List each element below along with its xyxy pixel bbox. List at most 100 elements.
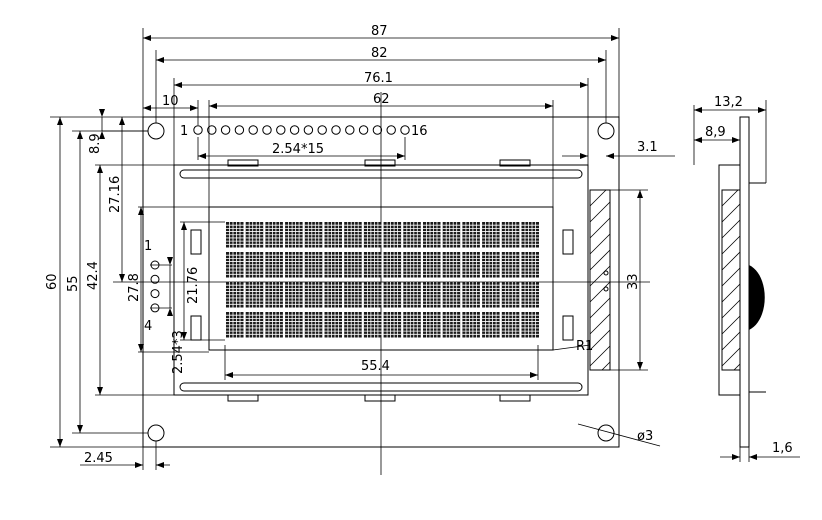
- character-cell: [462, 282, 480, 308]
- backlight-clip: [190, 229, 202, 255]
- dim-backlight-pin-pitch: 2.54*3: [171, 330, 186, 374]
- dim-backlight-pin-offset: 27.8: [127, 273, 142, 302]
- hatch-line: [589, 281, 611, 303]
- dim-module-depth: 8,9: [705, 125, 726, 140]
- character-cell: [442, 222, 461, 248]
- side-chip: [749, 265, 765, 330]
- character-cell: [501, 252, 520, 278]
- dim-hole-spacing-vertical: 55: [66, 275, 81, 292]
- character-cell: [285, 282, 303, 308]
- dim-viewing-top: 27.16: [108, 176, 123, 213]
- hatch-line: [721, 203, 741, 223]
- character-cell: [245, 252, 264, 278]
- backlight-clip: [190, 315, 202, 341]
- pin-label-last: 16: [411, 124, 428, 139]
- side-view: 13,2 8,9 1,6: [693, 95, 800, 462]
- hatch-line: [589, 217, 611, 239]
- character-cell: [462, 312, 480, 338]
- pin: [400, 125, 410, 135]
- dim-pin-pitch: 2.54*15: [272, 142, 324, 157]
- character-cell: [482, 222, 500, 248]
- character-cell: [344, 312, 362, 338]
- hatch-line: [721, 331, 741, 351]
- character-cell: [226, 312, 244, 338]
- character-cell: [344, 282, 362, 308]
- pin: [193, 125, 203, 135]
- character-cell: [521, 312, 539, 338]
- backlight-pin: [150, 274, 160, 284]
- dim-bezel-height: 42.4: [86, 261, 101, 290]
- pin: [262, 125, 272, 135]
- hatch-line: [589, 189, 607, 207]
- mount-hole-bottom-left: [147, 424, 165, 442]
- character-cell: [285, 222, 303, 248]
- character-cell: [226, 222, 244, 248]
- character-cell: [462, 252, 480, 278]
- backlight-strip: [589, 189, 611, 371]
- pin: [248, 125, 258, 135]
- hatch-line: [733, 363, 741, 371]
- pin: [289, 125, 300, 135]
- dim-bezel-width: 76.1: [364, 71, 393, 86]
- character-cell: [245, 312, 264, 338]
- character-cell: [521, 252, 539, 278]
- character-cell: [344, 252, 362, 278]
- hatch-line: [721, 315, 741, 335]
- character-cell: [245, 222, 264, 248]
- hatch-line: [589, 249, 611, 271]
- character-cell: [482, 252, 500, 278]
- character-cell: [423, 312, 441, 338]
- character-cell: [383, 222, 402, 248]
- character-cell: [363, 312, 382, 338]
- character-cell: [423, 282, 441, 308]
- pin: [234, 125, 245, 135]
- character-matrix: [226, 222, 539, 338]
- dim-overall-height: 60: [45, 273, 60, 290]
- character-cell: [265, 252, 283, 278]
- dim-top-to-pins: 8.9: [88, 133, 103, 154]
- bezel-tab: [499, 159, 531, 167]
- character-cell: [304, 312, 323, 338]
- bezel-tab: [364, 394, 396, 402]
- hatch-line: [721, 251, 741, 271]
- character-cell: [501, 282, 520, 308]
- character-cell: [501, 222, 520, 248]
- character-cell: [324, 312, 342, 338]
- hatch-line: [589, 233, 611, 255]
- bezel-tab: [364, 159, 396, 167]
- pin-header: [193, 125, 410, 135]
- pin: [345, 125, 355, 135]
- side-pcb: [739, 116, 750, 448]
- hole-diameter-label: ø3: [637, 429, 653, 444]
- character-cell: [265, 222, 283, 248]
- hatch-line: [721, 219, 741, 239]
- character-cell: [265, 282, 283, 308]
- hatch-line: [589, 345, 611, 367]
- dim-hole-spacing: 82: [371, 46, 388, 61]
- character-cell: [442, 312, 461, 338]
- hatch-line: [589, 313, 611, 335]
- character-cell: [304, 282, 323, 308]
- character-cell: [285, 312, 303, 338]
- character-cell: [363, 282, 382, 308]
- character-cell: [442, 252, 461, 278]
- pin: [303, 125, 314, 135]
- character-cell: [403, 312, 421, 338]
- bl-pin-label-first: 1: [144, 239, 152, 254]
- hatch-line: [589, 201, 611, 223]
- backlight-pin: [150, 289, 160, 299]
- pin: [386, 125, 396, 135]
- pin: [207, 125, 217, 135]
- backlight-pad: [603, 270, 609, 276]
- character-cell: [403, 252, 421, 278]
- backlight-clip: [562, 315, 574, 341]
- hatch-line: [589, 329, 611, 351]
- character-cell: [442, 282, 461, 308]
- bl-pin-label-last: 4: [144, 319, 152, 334]
- dim-pin1-offset: 10: [162, 94, 179, 109]
- character-cell: [383, 252, 402, 278]
- side-hatch: [721, 189, 741, 371]
- character-cell: [304, 222, 323, 248]
- character-cell: [521, 282, 539, 308]
- pin: [317, 125, 327, 135]
